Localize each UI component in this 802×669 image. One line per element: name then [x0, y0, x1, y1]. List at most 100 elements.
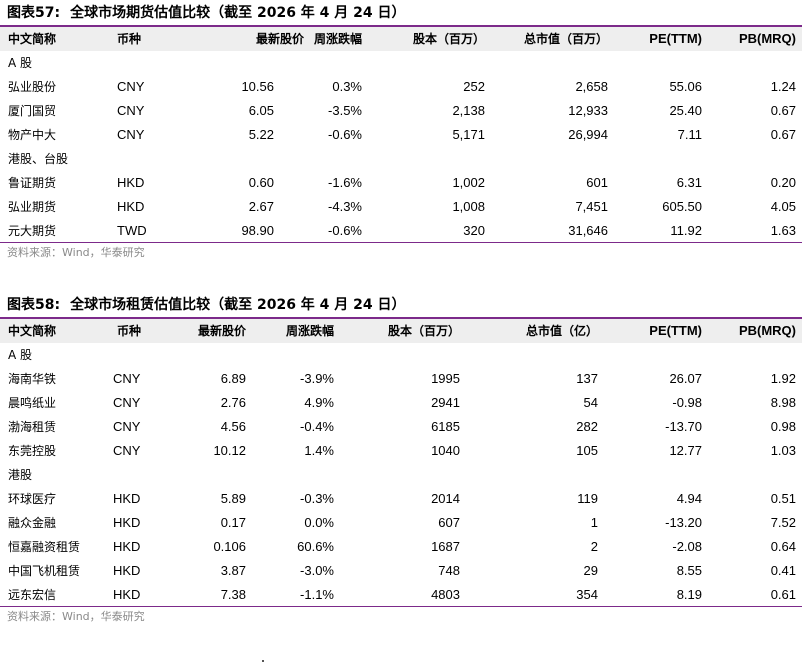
table57-top-rule — [0, 25, 802, 27]
table-row: 鲁证期货 HKD 0.60 -1.6% 1,002 601 6.31 0.20 — [0, 171, 802, 195]
cell-shares: 2014 — [431, 491, 460, 506]
cell-pe: 605.50 — [662, 199, 702, 214]
cell-shares: 2,138 — [452, 103, 485, 118]
cell-weekly-change: -1.1% — [300, 587, 334, 602]
cell-name: 恒嘉融资租赁 — [8, 540, 81, 554]
header-market-cap: 总市值（百万） — [523, 32, 608, 46]
cell-price: 2.67 — [248, 199, 274, 214]
cell-shares: 1995 — [431, 371, 460, 386]
cell-currency: CNY — [117, 79, 145, 94]
cell-price: 7.38 — [220, 587, 246, 602]
cell-market-cap: 29 — [583, 563, 598, 578]
cell-market-cap: 119 — [577, 491, 598, 506]
cell-market-cap: 7,451 — [575, 199, 608, 214]
table58-title: 图表58: 全球市场租赁估值比较（截至 2026 年 4 月 24 日） — [7, 294, 406, 316]
cell-pb: 0.20 — [770, 175, 796, 190]
table-row: 弘业股份 CNY 10.56 0.3% 252 2,658 55.06 1.24 — [0, 75, 802, 99]
cell-name: 海南华铁 — [8, 372, 57, 386]
cell-name: 环球医疗 — [8, 492, 57, 506]
table57-figure-label: 图表57: — [7, 5, 61, 21]
cell-price: 2.76 — [220, 395, 246, 410]
cell-name: 元大期货 — [8, 224, 57, 238]
cell-price: 98.90 — [241, 223, 274, 238]
cell-price: 6.05 — [248, 103, 274, 118]
cell-name: 鲁证期货 — [8, 176, 57, 190]
cell-price: 0.60 — [248, 175, 274, 190]
cell-price: 5.22 — [248, 127, 274, 142]
cell-weekly-change: -3.0% — [300, 563, 334, 578]
header-price: 最新股价 — [255, 32, 304, 46]
cell-pe: 8.19 — [676, 587, 702, 602]
header-weekly-change: 周涨跌幅 — [313, 32, 362, 46]
cell-currency: TWD — [117, 223, 147, 238]
cell-currency: CNY — [117, 127, 145, 142]
cell-pb: 1.24 — [770, 79, 796, 94]
cell-name: 东莞控股 — [8, 444, 57, 458]
table-row: 弘业期货 HKD 2.67 -4.3% 1,008 7,451 605.50 4… — [0, 195, 802, 219]
header-pb: PB(MRQ) — [738, 31, 796, 46]
cell-market-cap: 26,994 — [568, 127, 608, 142]
cell-currency: HKD — [113, 491, 141, 506]
cell-shares: 320 — [463, 223, 485, 238]
cell-pb: 0.61 — [770, 587, 796, 602]
cell-shares: 2941 — [431, 395, 460, 410]
header-shares: 股本（百万） — [387, 324, 460, 338]
cell-pe: 4.94 — [676, 491, 702, 506]
cell-weekly-change: -3.9% — [300, 371, 334, 386]
cell-currency: HKD — [117, 199, 145, 214]
cell-pe: 55.06 — [669, 79, 702, 94]
cell-pe: -0.98 — [672, 395, 702, 410]
group-label: A 股 — [8, 56, 33, 70]
table57-header-row: 中文简称 币种 最新股价 周涨跌幅 股本（百万） 总市值（百万） PE(TTM)… — [0, 27, 802, 51]
cell-price: 10.12 — [213, 443, 246, 458]
cell-name: 晨鸣纸业 — [8, 396, 57, 410]
cell-market-cap: 354 — [576, 587, 598, 602]
cell-name: 渤海租赁 — [8, 420, 57, 434]
cell-market-cap: 2 — [590, 539, 598, 554]
cell-name: 融众金融 — [8, 516, 57, 530]
cell-weekly-change: -0.6% — [328, 223, 362, 238]
table-row: 海南华铁 CNY 6.89 -3.9% 1995 137 26.07 1.92 — [0, 367, 802, 391]
cell-price: 6.89 — [220, 371, 246, 386]
table58-top-rule — [0, 317, 802, 319]
cell-shares: 5,171 — [452, 127, 485, 142]
cell-price: 5.89 — [220, 491, 246, 506]
table57-group-hk-tw: 港股、台股 — [0, 147, 802, 171]
cell-weekly-change: 0.3% — [332, 79, 362, 94]
cell-market-cap: 31,646 — [568, 223, 608, 238]
cell-pb: 1.92 — [770, 371, 796, 386]
table57-bottom-rule — [0, 242, 802, 243]
cell-pe: 11.92 — [670, 223, 702, 238]
cell-market-cap: 54 — [583, 395, 598, 410]
group-label: 港股、台股 — [8, 152, 69, 166]
cell-pb: 0.41 — [770, 563, 796, 578]
cell-weekly-change: 60.6% — [297, 539, 334, 554]
cell-currency: CNY — [117, 103, 145, 118]
cell-pe: -13.20 — [665, 515, 702, 530]
cell-currency: CNY — [113, 371, 141, 386]
cell-pe: 12.77 — [669, 443, 702, 458]
table57-group-a-shares: A 股 — [0, 51, 802, 75]
table58-title-text: 全球市场租赁估值比较（截至 2026 年 4 月 24 日） — [70, 297, 406, 313]
cell-currency: HKD — [113, 515, 141, 530]
cell-price: 3.87 — [220, 563, 246, 578]
header-shares: 股本（百万） — [412, 32, 485, 46]
cell-currency: HKD — [117, 175, 145, 190]
cell-weekly-change: -0.3% — [300, 491, 334, 506]
cell-weekly-change: -0.4% — [300, 419, 334, 434]
table58-group-a-shares: A 股 — [0, 343, 802, 367]
cell-shares: 6185 — [431, 419, 460, 434]
cell-weekly-change: 0.0% — [304, 515, 334, 530]
cell-currency: CNY — [113, 443, 141, 458]
table58-group-hk: 港股 — [0, 463, 802, 487]
cell-shares: 1,002 — [452, 175, 485, 190]
table58-figure-label: 图表58: — [7, 297, 61, 313]
header-market-cap: 总市值（亿） — [525, 324, 598, 338]
cell-price: 0.106 — [213, 539, 246, 554]
cell-name: 中国飞机租赁 — [8, 564, 81, 578]
cell-pb: 0.67 — [770, 103, 796, 118]
cell-shares: 1687 — [431, 539, 460, 554]
table-row: 晨鸣纸业 CNY 2.76 4.9% 2941 54 -0.98 8.98 — [0, 391, 802, 415]
header-pe: PE(TTM) — [649, 31, 702, 46]
group-label: A 股 — [8, 348, 33, 362]
